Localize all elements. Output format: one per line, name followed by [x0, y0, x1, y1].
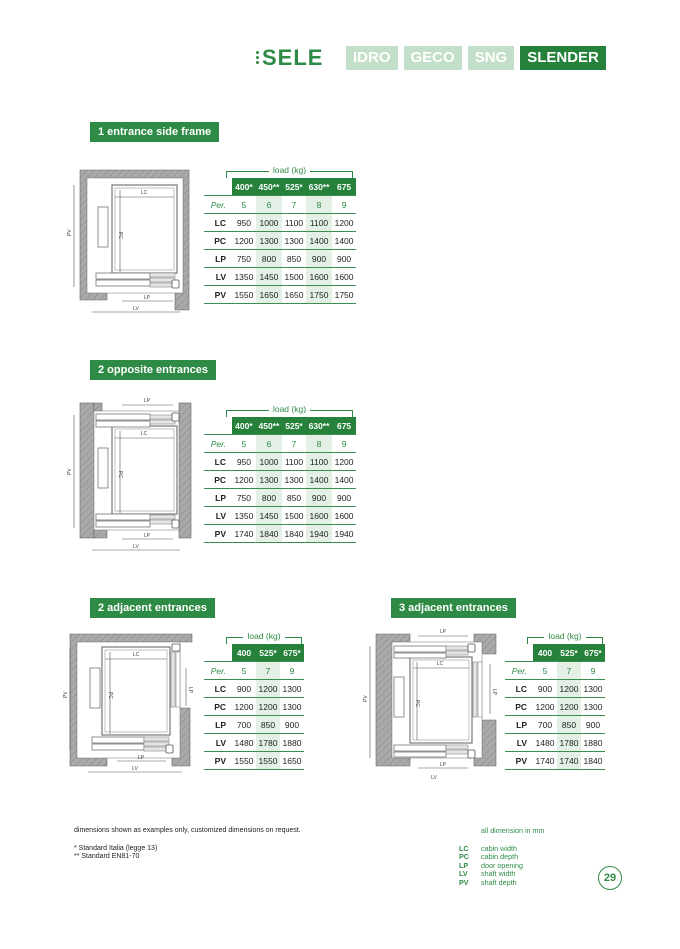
section-title-2-adjacent: 2 adjacent entrances: [90, 598, 215, 618]
svg-text:LP: LP: [144, 533, 151, 539]
tab-idro[interactable]: IDRO: [346, 45, 398, 70]
svg-text:LC: LC: [437, 661, 444, 667]
svg-text:PV: PV: [363, 695, 369, 702]
svg-text:LC: LC: [133, 652, 140, 658]
svg-text:LP: LP: [138, 755, 145, 761]
svg-text:LP: LP: [440, 762, 447, 768]
svg-text:LP: LP: [187, 687, 193, 694]
load-header-1: load (kg): [226, 165, 353, 178]
page-number: 29: [598, 866, 622, 890]
svg-text:LC: LC: [141, 431, 148, 437]
section-title-1-entrance: 1 entrance side frame: [90, 122, 220, 142]
diagram-3-adjacent: LP LC PC LP PV LP LV: [363, 629, 497, 780]
svg-text:PV: PV: [63, 691, 69, 698]
brand-bar: SELE IDRO GECO SNG SLENDER: [256, 45, 606, 70]
svg-text:LC: LC: [141, 190, 148, 196]
svg-text:LV: LV: [132, 766, 138, 772]
load-header-3: load (kg): [226, 631, 302, 644]
table-header-row: 400* 450** 525* 630** 675: [204, 178, 356, 196]
section-title-3-adjacent: 3 adjacent entrances: [391, 598, 516, 618]
svg-text:LP: LP: [440, 629, 447, 635]
svg-text:PV: PV: [67, 468, 73, 475]
svg-text:PV: PV: [67, 229, 73, 236]
logo-dots-icon: [256, 51, 259, 64]
section-title-2-opposite: 2 opposite entrances: [90, 360, 217, 380]
svg-text:LP: LP: [144, 398, 151, 404]
footer-note: dimensions shown as examples only, custo…: [74, 827, 301, 834]
svg-text:LV: LV: [431, 775, 437, 780]
diagram-2-adjacent: LC PC LP PV LP LV: [63, 633, 193, 773]
svg-text:PC: PC: [117, 471, 123, 478]
load-header-2: load (kg): [226, 404, 353, 417]
table-header-row: 400*450**525*630**675: [204, 417, 356, 435]
svg-text:LP: LP: [144, 295, 151, 301]
svg-text:PC: PC: [414, 700, 420, 707]
svg-text:LV: LV: [133, 306, 139, 312]
tab-slender[interactable]: SLENDER: [520, 45, 606, 70]
svg-text:PC: PC: [107, 692, 113, 699]
footnote-standard-italia: * Standard Italia (legge 13): [74, 845, 158, 852]
load-header-4: load (kg): [527, 631, 603, 644]
svg-text:PC: PC: [117, 232, 123, 239]
svg-text:LV: LV: [133, 544, 139, 550]
footnote-standard-en81: ** Standard EN81-70: [74, 853, 140, 860]
tab-geco[interactable]: GECO: [403, 45, 462, 70]
diagram-1-entrance: LC PC PV LP LV: [67, 169, 190, 313]
logo-text: SELE: [262, 44, 324, 70]
tab-sng[interactable]: SNG: [467, 45, 515, 70]
diagram-2-opposite: LP LC PC PV LP LV: [67, 398, 192, 551]
svg-text:LP: LP: [491, 689, 497, 696]
units-note: all dimension in mm: [481, 826, 545, 835]
sele-logo: SELE: [256, 45, 340, 71]
